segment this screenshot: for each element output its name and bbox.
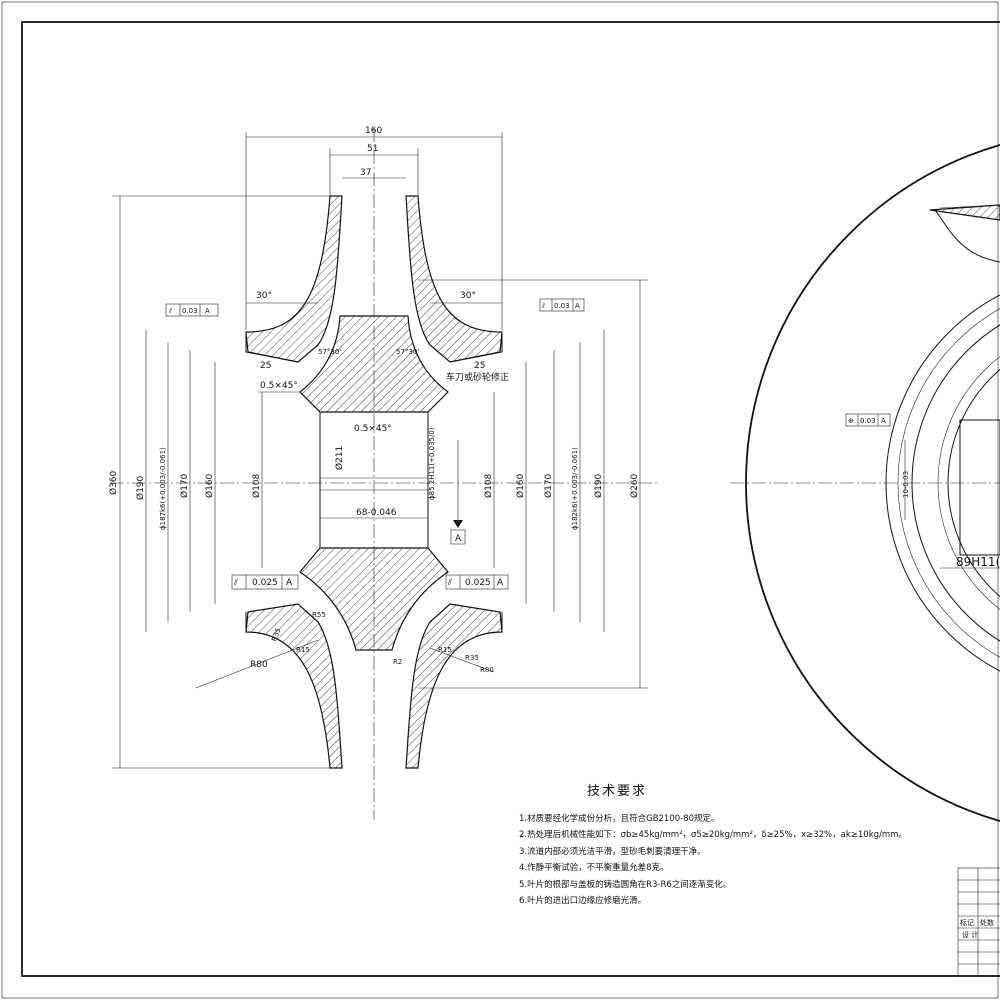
title-block: 标记 处数 设 计 <box>957 867 1000 977</box>
svg-text:⫽: ⫽ <box>447 578 452 588</box>
angle-57-left: 57°30' <box>318 348 341 356</box>
hub-lower <box>299 547 449 651</box>
svg-text:A: A <box>881 417 886 425</box>
machining-note: 车刀或砂轮修正 <box>446 371 509 383</box>
dim-51: 51 <box>367 144 378 154</box>
radius-r55: R55 <box>312 611 326 619</box>
dim-25-right: 25 <box>474 361 485 371</box>
angle-57-right: 57°30' <box>396 348 419 356</box>
radius-r15-left: R15 <box>296 646 310 654</box>
hub-bore <box>319 411 429 549</box>
dim-dia190-right: Ø190 <box>593 473 604 498</box>
dim-dia160-left: Ø160 <box>204 473 215 498</box>
dim-160: 160 <box>365 126 382 136</box>
dim-dia108-left: Ø108 <box>251 473 262 498</box>
note-item-6: 6.叶片的进出口边缘应修磨光滑。 <box>519 896 647 907</box>
svg-text:⫽: ⫽ <box>233 578 238 588</box>
tolerance-frame-right-view: ⊕ 0.03 A <box>845 413 891 427</box>
dim-dia260: Ø260 <box>629 473 640 498</box>
dim-25-left: 25 <box>260 361 271 371</box>
svg-text:⊕: ⊕ <box>848 417 854 425</box>
tolerance-frame-bottom-left: ⫽ 0.025 A <box>231 574 299 590</box>
svg-text:0.025: 0.025 <box>252 578 278 588</box>
svg-text:⫽: ⫽ <box>541 302 546 310</box>
svg-text:A: A <box>286 578 293 588</box>
impeller-section-view: 160 51 37 30° 30° 25 25 57°30' 57°30' 车刀… <box>108 126 660 820</box>
svg-text:A: A <box>205 307 210 315</box>
svg-text:0.03: 0.03 <box>554 302 570 310</box>
tolerance-frame-top-left: ⫽ 0.03 A <box>165 303 219 317</box>
note-item-1: 1.材质要经化学成份分析，且符合GB2100-80规定。 <box>519 814 720 824</box>
radius-r2: R2 <box>393 658 402 666</box>
dim-len68: 68-0.046 <box>356 508 397 518</box>
svg-text:0.03: 0.03 <box>182 307 198 315</box>
title-block-count: 处数 <box>980 918 994 927</box>
note-item-2: 2.热处理后机械性能如下：σb≥45kg/mm²，σ5≥20kg/mm²，δ≥2… <box>519 830 907 841</box>
notes-title: 技术要求 <box>587 784 648 799</box>
dim-dia187: ϕ187k6(+0.003/-0.061) <box>159 447 167 530</box>
chamfer-label-2: 0.5×45° <box>354 424 392 434</box>
dim-dia170-right: Ø170 <box>543 473 554 498</box>
dim-dia360: Ø360 <box>108 470 119 495</box>
angle-30-right: 30° <box>460 291 476 301</box>
dim-dia85: ϕ85.2H11(+0.035/0) <box>428 427 436 500</box>
svg-text:0.025: 0.025 <box>465 578 491 588</box>
upper-shroud-left <box>245 195 343 363</box>
sheet-inner-border <box>21 21 1000 977</box>
lower-shroud-left <box>245 603 343 769</box>
angle-30-left: 30° <box>256 291 272 301</box>
note-item-5: 5.叶片的根部与盖板的铸造圆角在R3-R6之间逐渐变化。 <box>519 879 732 890</box>
upper-shroud-right <box>405 195 503 363</box>
note-item-4: 4.作静平衡试验，不平衡重量允差8克。 <box>519 863 669 874</box>
svg-text:A: A <box>575 302 580 310</box>
impeller-side-view: ⊕ 0.03 A 10-0.03 89H11( <box>730 144 1000 822</box>
right-view-small-dim: 10-0.03 <box>902 471 910 498</box>
lower-shroud-right <box>405 603 503 769</box>
dim-dia211: Ø211 <box>334 446 345 470</box>
tolerance-frame-bottom-right: ⫽ 0.025 A <box>445 574 509 590</box>
dim-37: 37 <box>360 168 371 178</box>
svg-text:0.03: 0.03 <box>860 417 876 425</box>
note-item-3: 3.流道内部必须光洁平滑，型砂毛刺要清理干净。 <box>519 846 706 857</box>
datum-a-label: A <box>455 534 462 544</box>
chamfer-label-1: 0.5×45° <box>260 381 298 391</box>
title-block-design: 设 计 <box>962 930 978 939</box>
tolerance-frame-top-right: ⫽ 0.03 A <box>539 298 585 312</box>
dim-dia190-left: Ø190 <box>135 475 146 500</box>
dim-dia108-right: Ø108 <box>483 473 494 498</box>
technical-requirements: 技术要求 1.材质要经化学成份分析，且符合GB2100-80规定。 2.热处理后… <box>519 780 919 909</box>
radius-r15-right: R15 <box>438 646 452 654</box>
radius-r35-right: R35 <box>465 654 479 662</box>
dim-dia160-right: Ø160 <box>515 473 526 498</box>
title-block-mark: 标记 <box>960 918 974 927</box>
svg-text:A: A <box>497 578 504 588</box>
dim-dia182: ϕ182k6(+0.003/-0.061) <box>571 447 579 530</box>
right-view-fit-label: 89H11( <box>956 555 1000 569</box>
svg-text:⫽: ⫽ <box>168 307 173 315</box>
radius-r80-left: R80 <box>250 660 268 670</box>
radius-r80-right: R80 <box>480 666 494 674</box>
dim-dia170-left: Ø170 <box>179 473 190 498</box>
